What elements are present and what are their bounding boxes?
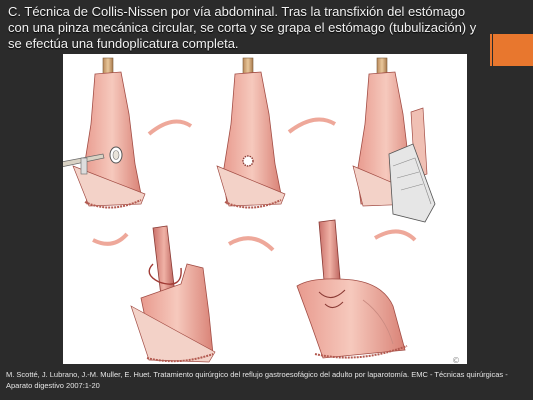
surgical-illustration xyxy=(63,54,467,364)
surgical-illustration-svg xyxy=(63,57,436,363)
connector-2 xyxy=(287,117,337,134)
slide-title: C. Técnica de Collis-Nissen por vía abdo… xyxy=(8,4,477,51)
connector-5 xyxy=(373,229,417,242)
accent-line xyxy=(490,34,492,66)
panel-2-perforation xyxy=(216,57,286,209)
panel-1-stapler-transfixion xyxy=(63,57,146,209)
slide-caption: M. Scotté, J. Lubrano, J.-M. Muller, E. … xyxy=(6,370,508,390)
panel-5-complete-fundoplication xyxy=(296,219,408,359)
connector-3 xyxy=(92,232,129,246)
panel-3-linear-stapler xyxy=(352,57,436,223)
accent-bar xyxy=(493,34,533,66)
copyright-mark: © xyxy=(452,356,460,365)
panel-4-fundus-wrap xyxy=(130,225,216,363)
connector-4 xyxy=(227,236,275,252)
connector-1 xyxy=(147,119,193,136)
